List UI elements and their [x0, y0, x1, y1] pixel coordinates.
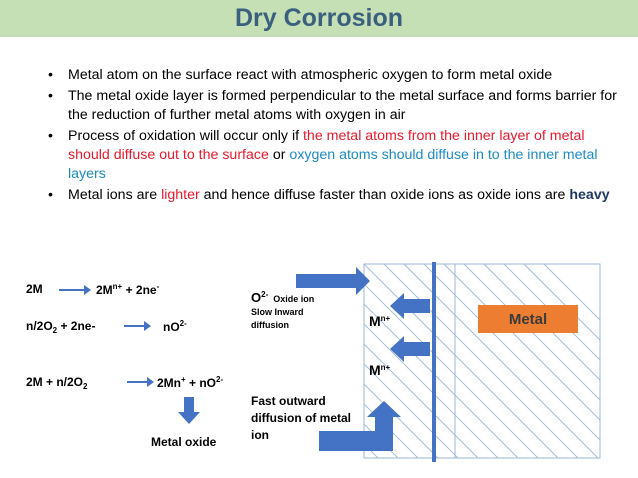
- equation-1-right: 2Mn+ + 2ne-: [96, 282, 159, 297]
- equation-text: 2Mn: [157, 376, 181, 390]
- oxide-symbol: O: [251, 290, 262, 305]
- equation-superscript: +: [181, 375, 186, 384]
- bullet-text: or: [268, 147, 290, 163]
- highlight-red-text: lighter: [161, 187, 200, 203]
- bullet-text: Metal ions are: [68, 187, 162, 203]
- metal-ion-symbol: M: [369, 362, 381, 378]
- metal-ion-charge: n+: [380, 363, 391, 372]
- reaction-arrow-1: [59, 285, 91, 295]
- metal-ion-charge: n+: [380, 314, 391, 323]
- oxide-inward-arrow-icon: [296, 267, 370, 295]
- equation-3-left: 2M + n/2O2: [26, 375, 87, 391]
- highlight-bold-text: heavy: [569, 187, 610, 203]
- oxide-ion-label: O2- Oxide ion: [251, 290, 314, 305]
- bullet-text: Process of oxidation will occur only if: [68, 128, 303, 144]
- equation-text: 2M: [26, 282, 43, 296]
- equation-superscript: n+: [112, 282, 123, 291]
- equation-3-right: 2Mn+ + nO2-: [157, 375, 223, 390]
- equation-text: n/2O: [26, 319, 53, 333]
- equation-text: + 2ne-: [57, 319, 96, 333]
- title-bar: Dry Corrosion: [0, 0, 638, 37]
- hatched-region-border: [363, 263, 601, 459]
- bullet-item-4: Metal ions are lighter and hence diffuse…: [40, 186, 620, 205]
- oxide-name: Oxide ion: [273, 294, 315, 304]
- highlight-blue-text: oxygen atoms should diffuse in to the in…: [68, 147, 598, 182]
- equation-text: nO: [163, 320, 180, 334]
- reaction-arrow-3: [127, 377, 154, 387]
- bullet-text: and hence diffuse faster than oxide ions…: [199, 187, 570, 203]
- bullet-list: Metal atom on the surface react with atm…: [40, 66, 620, 207]
- metal-ion-arrow-icon: [390, 336, 430, 362]
- equation-2-left: n/2O2 + 2ne-: [26, 319, 95, 335]
- equation-subscript: 2: [52, 326, 58, 335]
- equation-superscript: -: [156, 282, 160, 291]
- fast-outward-label: Fast outward diffusion of metal ion: [251, 394, 351, 442]
- equation-text: + 2ne: [122, 283, 157, 297]
- down-arrow-icon: [178, 397, 200, 424]
- bullet-item-2: The metal oxide layer is formed perpendi…: [40, 87, 620, 125]
- equation-1-left: 2M: [26, 282, 43, 296]
- bullet-item-3: Process of oxidation will occur only if …: [40, 127, 620, 184]
- bullet-text: The metal oxide layer is formed perpendi…: [68, 88, 617, 123]
- product-label: Metal oxide: [151, 435, 217, 449]
- equation-subscript: 2: [83, 382, 88, 391]
- metal-ion-arrow-icon: [390, 293, 430, 319]
- equation-text: 2M + n/2O: [26, 375, 84, 389]
- metal-label-box: Metal: [478, 305, 578, 333]
- metal-surface-bar: [432, 262, 436, 462]
- metal-ion-label-2: Mn+: [369, 362, 390, 378]
- slide-title: Dry Corrosion: [234, 4, 404, 32]
- bullet-text: Metal atom on the surface react with atm…: [68, 67, 553, 83]
- equation-2-right: nO2-: [163, 319, 187, 334]
- fast-outward-arrow-icon: [319, 401, 401, 451]
- reaction-arrow-2: [124, 321, 151, 331]
- equation-text: 2M: [96, 283, 113, 297]
- equation-superscript: 2-: [179, 319, 187, 328]
- equation-text: + nO: [185, 376, 217, 390]
- diffusion-label: diffusion: [251, 320, 289, 330]
- highlight-red-text: the metal atoms from the inner layer of …: [68, 128, 585, 163]
- equation-superscript: 2-: [216, 375, 224, 384]
- slow-inward-label: Slow Inward: [251, 307, 304, 317]
- metal-ion-symbol: M: [369, 313, 381, 329]
- bullet-item-1: Metal atom on the surface react with atm…: [40, 66, 620, 85]
- metal-label: Metal: [508, 310, 548, 328]
- metal-ion-label-1: Mn+: [369, 313, 390, 329]
- oxide-charge: 2-: [261, 290, 269, 299]
